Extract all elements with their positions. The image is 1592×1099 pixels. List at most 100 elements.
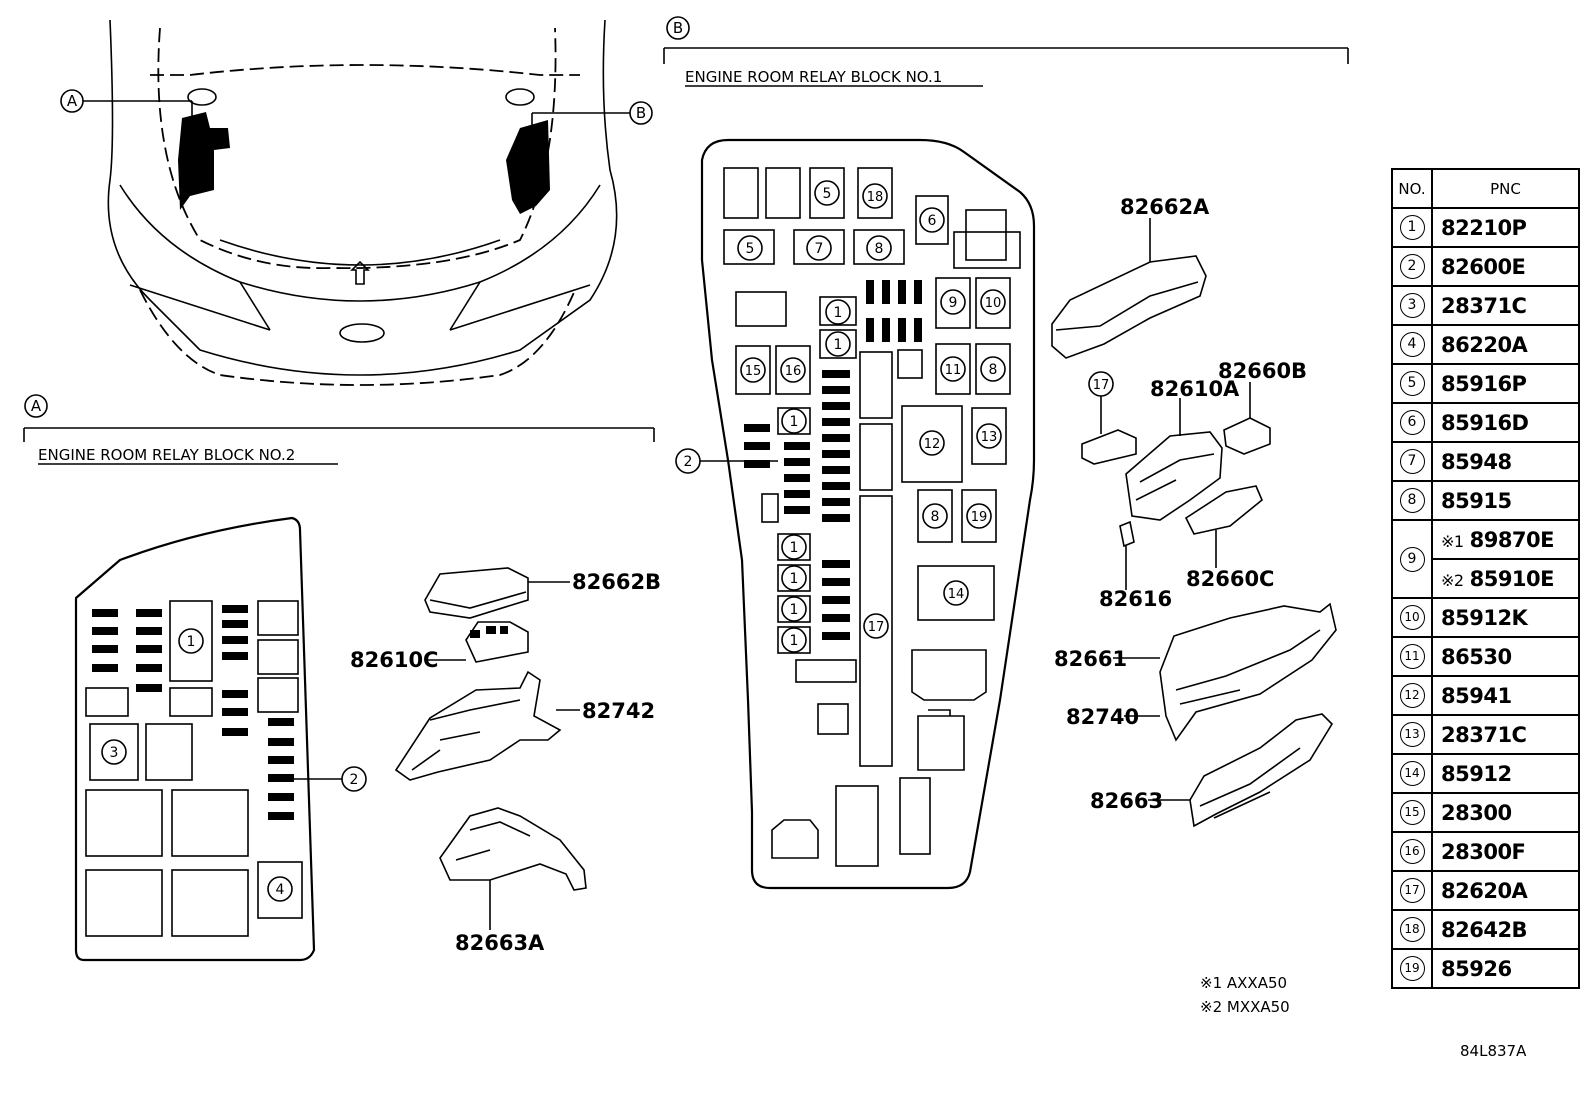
svg-text:17: 17 [868, 620, 885, 635]
row-number: 9 [1391, 519, 1433, 599]
svg-text:1: 1 [790, 633, 799, 649]
row-number: 6 [1391, 402, 1433, 443]
row-number: 11 [1391, 636, 1433, 677]
row-pnc: 82210P [1431, 207, 1580, 248]
row-number-circle: 18 [1399, 917, 1425, 942]
row-number-circle: 2 [1399, 254, 1425, 279]
label-82663A: 82663A [455, 931, 545, 955]
row-number: 18 [1391, 909, 1433, 950]
header-no: NO. [1391, 168, 1433, 209]
callout-a-vehicle: A [60, 89, 193, 120]
note-1: ※1 AXXA50 [1200, 974, 1288, 992]
svg-text:1: 1 [187, 634, 196, 650]
svg-text:18: 18 [867, 190, 884, 205]
label-82616: 82616 [1099, 587, 1172, 611]
row-pnc: 85916P [1431, 363, 1580, 404]
row-number-circle: 11 [1399, 644, 1425, 669]
section-b-header: B ENGINE ROOM RELAY BLOCK NO.1 [663, 16, 1349, 87]
row-number-circle: 8 [1399, 488, 1425, 513]
svg-text:A: A [31, 397, 42, 415]
svg-text:8: 8 [931, 509, 940, 525]
svg-text:1: 1 [834, 305, 843, 321]
table-header-row: NO. PNC [1391, 168, 1580, 209]
relay-block-no1: 5 18 6 5 7 8 1 1 9 10 11 8 15 16 17 [675, 138, 1036, 890]
row-number-circle: 5 [1399, 371, 1425, 396]
svg-text:12: 12 [924, 437, 941, 452]
row-pnc: 85915 [1431, 480, 1580, 521]
svg-text:13: 13 [981, 430, 998, 445]
row-pnc: 85916D [1431, 402, 1580, 443]
svg-text:8: 8 [989, 362, 998, 378]
svg-text:1: 1 [790, 540, 799, 556]
applicability-mark: ※2 [1441, 570, 1464, 590]
svg-text:1: 1 [790, 414, 799, 430]
row-number: 4 [1391, 324, 1433, 365]
row-number-circle: 6 [1399, 410, 1425, 435]
row-number-circle: 3 [1399, 293, 1425, 318]
row-number: 2 [1391, 246, 1433, 287]
row-number: 3 [1391, 285, 1433, 326]
note-2: ※2 MXXA50 [1200, 998, 1290, 1016]
row-number: 16 [1391, 831, 1433, 872]
svg-text:6: 6 [928, 213, 937, 229]
row-number: 12 [1391, 675, 1433, 716]
section-b-title: ENGINE ROOM RELAY BLOCK NO.1 [685, 68, 942, 86]
row-number: 1 [1391, 207, 1433, 248]
row-pnc: 86530 [1431, 636, 1580, 677]
row-pnc: 28371C [1431, 285, 1580, 326]
callout-2-a: 2 [350, 772, 359, 788]
label-82742: 82742 [582, 699, 655, 723]
block-a-part-drawings [394, 567, 587, 930]
svg-text:9: 9 [949, 295, 958, 311]
svg-text:11: 11 [945, 363, 962, 378]
svg-text:5: 5 [746, 241, 755, 257]
svg-text:14: 14 [948, 587, 965, 602]
callout-2-b: 2 [684, 454, 693, 470]
row-pnc: 82642B [1431, 909, 1580, 950]
applicability-mark: ※1 [1441, 531, 1464, 551]
svg-text:16: 16 [785, 364, 802, 379]
label-82661: 82661 [1054, 647, 1127, 671]
row-number-circle: 4 [1399, 332, 1425, 357]
row-pnc: 82600E [1431, 246, 1580, 287]
pnc-value: 89870E [1469, 527, 1555, 552]
row-number: 7 [1391, 441, 1433, 482]
row-number-circle: 12 [1399, 683, 1425, 708]
svg-text:4: 4 [276, 882, 285, 898]
row-number-circle: 13 [1399, 722, 1425, 747]
svg-text:19: 19 [971, 510, 988, 525]
row-pnc: 85948 [1431, 441, 1580, 482]
row-pnc: 85912 [1431, 753, 1580, 794]
svg-text:A: A [67, 92, 78, 110]
vehicle-front-view [107, 19, 618, 386]
row-number: 17 [1391, 870, 1433, 911]
row-number: 8 [1391, 480, 1433, 521]
svg-text:1: 1 [790, 571, 799, 587]
svg-text:15: 15 [745, 364, 762, 379]
header-pnc: PNC [1431, 168, 1580, 209]
row-pnc: 28300F [1431, 831, 1580, 872]
callout-17-b: 17 [1093, 378, 1110, 393]
row-number-circle: 16 [1399, 839, 1425, 864]
row-number-circle: 1 [1399, 215, 1425, 240]
label-82662A: 82662A [1120, 195, 1210, 219]
row-number: 13 [1391, 714, 1433, 755]
